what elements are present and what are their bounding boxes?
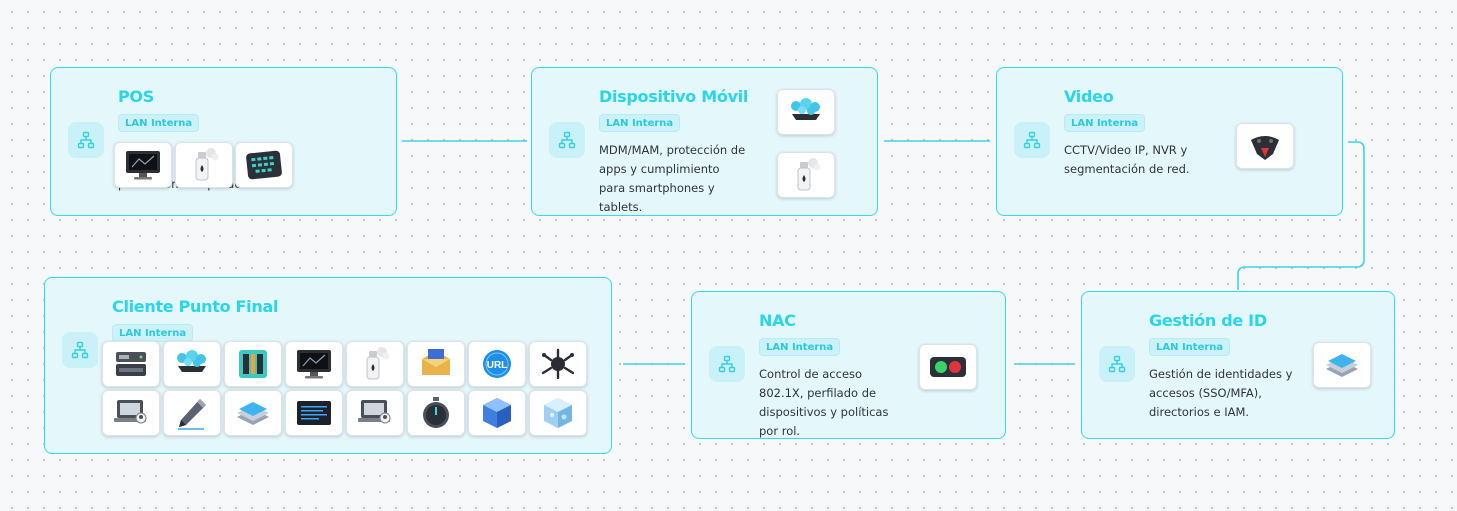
lan-badge: LAN Interna bbox=[112, 324, 194, 342]
network-tree-icon bbox=[68, 122, 104, 158]
tile-laptop-user[interactable] bbox=[102, 390, 160, 436]
tile-spray-bottle[interactable] bbox=[346, 341, 404, 387]
url-filter-icon: URL bbox=[483, 350, 511, 378]
network-tree-icon bbox=[1014, 122, 1050, 158]
node-pos[interactable]: POS LAN Interna protección de aplicacion… bbox=[50, 67, 397, 216]
ice-cube-icon bbox=[544, 398, 572, 428]
tile-spray-bottle[interactable] bbox=[175, 142, 233, 188]
tile-spray-bottle[interactable] bbox=[777, 152, 835, 198]
tile-laptop-user[interactable] bbox=[346, 390, 404, 436]
chip-board-icon bbox=[239, 350, 267, 378]
tile-security-camera[interactable] bbox=[1236, 123, 1294, 169]
node-nac[interactable]: NAC LAN Interna Control de acceso 802.1X… bbox=[691, 291, 1006, 439]
node-title: POS bbox=[118, 87, 154, 106]
mail-box-icon bbox=[422, 349, 450, 375]
network-tree-icon bbox=[1099, 346, 1135, 382]
tile-stack-layers[interactable] bbox=[224, 390, 282, 436]
console-screen-icon bbox=[297, 401, 331, 425]
pen-icon bbox=[178, 399, 206, 430]
tile-mail-box[interactable] bbox=[407, 341, 465, 387]
tile-ice-cube[interactable] bbox=[529, 390, 587, 436]
node-id-management[interactable]: Gestión de ID LAN Interna Gestión de ide… bbox=[1081, 291, 1395, 439]
lan-badge: LAN Interna bbox=[599, 114, 681, 132]
lan-badge: LAN Interna bbox=[759, 338, 841, 356]
tile-status-lights[interactable] bbox=[919, 344, 977, 390]
splat-threat-icon bbox=[541, 348, 575, 380]
network-tree-icon bbox=[549, 122, 585, 158]
laptop-user-icon bbox=[358, 400, 391, 424]
pos-monitor-icon bbox=[126, 151, 160, 180]
tile-splat-threat[interactable] bbox=[529, 341, 587, 387]
tile-server-rack[interactable] bbox=[102, 341, 160, 387]
network-tree-icon bbox=[62, 332, 98, 368]
tile-network-hub[interactable] bbox=[777, 89, 835, 135]
node-title: Cliente Punto Final bbox=[112, 297, 279, 316]
node-endpoint-client[interactable]: Cliente Punto Final LAN Interna URL bbox=[44, 277, 612, 454]
spray-bottle-icon bbox=[797, 158, 821, 191]
tile-chip-board[interactable] bbox=[224, 341, 282, 387]
lan-badge: LAN Interna bbox=[1064, 114, 1146, 132]
url-label: URL bbox=[487, 360, 508, 371]
tile-network-hub[interactable] bbox=[163, 341, 221, 387]
stack-layers-icon bbox=[1326, 354, 1358, 377]
node-description: Control de acceso 802.1X, perfilado de d… bbox=[759, 367, 889, 438]
security-camera-icon bbox=[1251, 136, 1279, 160]
tile-monitor[interactable] bbox=[285, 341, 343, 387]
node-title: Video bbox=[1064, 87, 1114, 106]
node-title: NAC bbox=[759, 311, 796, 330]
network-hub-icon bbox=[177, 350, 206, 372]
server-rack-icon bbox=[116, 352, 146, 376]
tile-blue-cube[interactable] bbox=[468, 390, 526, 436]
node-description: CCTV/Video IP, NVR y segmentación de red… bbox=[1064, 143, 1190, 176]
tile-url-filter[interactable]: URL bbox=[468, 341, 526, 387]
network-hub-icon bbox=[791, 98, 820, 120]
node-description: MDM/MAM, protección de apps y cumplimien… bbox=[599, 143, 746, 214]
tile-console-screen[interactable] bbox=[285, 390, 343, 436]
tile-stack-layers[interactable] bbox=[1313, 342, 1371, 388]
network-tree-icon bbox=[709, 346, 745, 382]
node-video[interactable]: Video LAN Interna CCTV/Video IP, NVR y s… bbox=[996, 67, 1343, 216]
tile-pos-monitor[interactable] bbox=[114, 142, 172, 188]
blue-cube-icon bbox=[483, 398, 511, 428]
node-description: Gestión de identidades y accesos (SSO/MF… bbox=[1149, 367, 1293, 419]
lan-badge: LAN Interna bbox=[118, 114, 200, 132]
node-title: Gestión de ID bbox=[1149, 311, 1267, 330]
tile-pen[interactable] bbox=[163, 390, 221, 436]
monitor-icon bbox=[297, 350, 331, 379]
tile-stopwatch[interactable] bbox=[407, 390, 465, 436]
stack-layers-icon bbox=[237, 402, 269, 425]
node-mobile-device[interactable]: Dispositivo Móvil LAN Interna MDM/MAM, p… bbox=[531, 67, 878, 216]
spray-bottle-icon bbox=[366, 347, 390, 380]
status-lights-icon bbox=[930, 357, 966, 377]
laptop-user-icon bbox=[114, 400, 147, 424]
node-title: Dispositivo Móvil bbox=[599, 87, 749, 106]
tile-tablet-grid[interactable] bbox=[235, 142, 293, 188]
tablet-grid-icon bbox=[246, 150, 282, 180]
spray-bottle-icon bbox=[195, 148, 219, 181]
lan-badge: LAN Interna bbox=[1149, 338, 1231, 356]
stopwatch-icon bbox=[423, 397, 449, 428]
